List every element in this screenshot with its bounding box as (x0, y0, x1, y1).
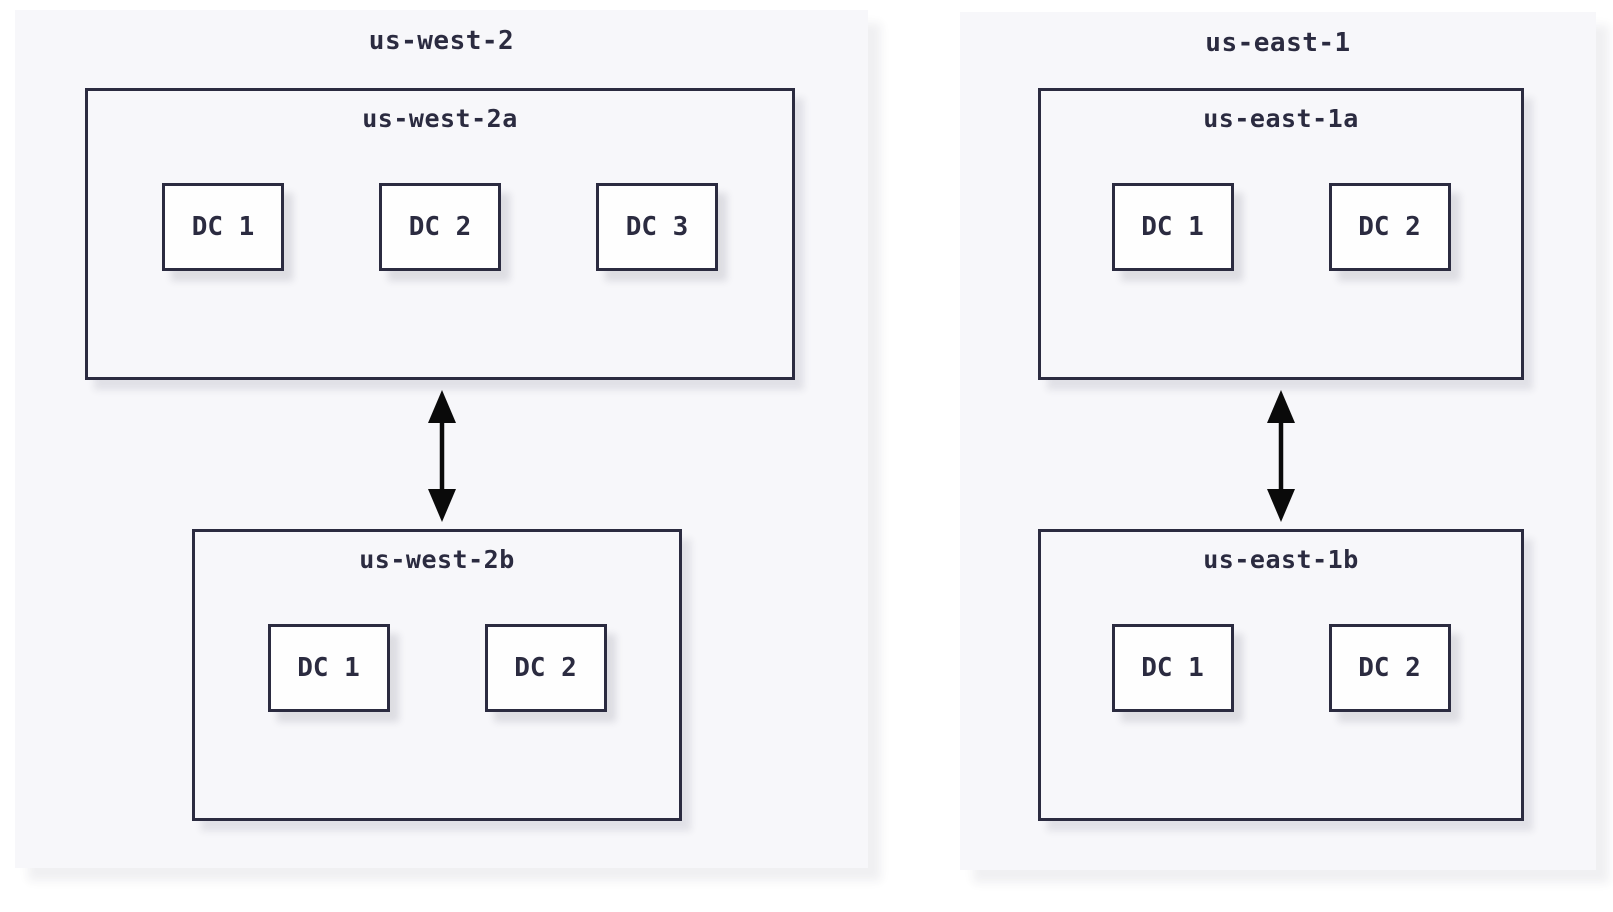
dc-label: DC 1 (1141, 653, 1204, 683)
dc-box: DC 1 (267, 624, 390, 712)
dc-label: DC 2 (1358, 653, 1421, 683)
region-title-us-east-1: us-east-1 (1205, 28, 1351, 58)
dc-row: DC 1 DC 2 (195, 624, 679, 712)
dc-label: DC 1 (191, 212, 255, 242)
dc-row: DC 1 DC 2 DC 3 (88, 183, 792, 271)
dc-label: DC 1 (297, 653, 360, 683)
dc-box: DC 2 (379, 183, 501, 271)
dc-box: DC 1 (1111, 183, 1234, 271)
region-title-us-west-2: us-west-2 (368, 26, 515, 56)
dc-box: DC 1 (162, 183, 284, 271)
bidirectional-arrow-icon (428, 390, 456, 522)
zone-title-us-east-1b: us-east-1b (1203, 545, 1359, 574)
region-us-east-1: us-east-1 us-east-1a DC 1 DC 2 us-east-1… (960, 12, 1596, 870)
zone-title-us-east-1a: us-east-1a (1203, 104, 1359, 133)
dc-box: DC 1 (1111, 624, 1234, 712)
dc-label: DC 3 (625, 212, 689, 242)
dc-label: DC 1 (1141, 212, 1204, 242)
dc-row: DC 1 DC 2 (1041, 624, 1521, 712)
dc-label: DC 2 (514, 653, 577, 683)
zone-us-east-1a: us-east-1a DC 1 DC 2 (1038, 88, 1524, 380)
dc-box: DC 3 (596, 183, 718, 271)
zone-title-us-west-2a: us-west-2a (362, 104, 518, 133)
dc-box: DC 2 (1328, 624, 1451, 712)
zone-us-east-1b: us-east-1b DC 1 DC 2 (1038, 529, 1524, 821)
dc-label: DC 2 (1358, 212, 1421, 242)
zone-title-us-west-2b: us-west-2b (359, 545, 515, 574)
zone-us-west-2a: us-west-2a DC 1 DC 2 DC 3 (85, 88, 795, 380)
dc-box: DC 2 (484, 624, 607, 712)
dc-label: DC 2 (408, 212, 472, 242)
zone-us-west-2b: us-west-2b DC 1 DC 2 (192, 529, 682, 821)
dc-box: DC 2 (1328, 183, 1451, 271)
bidirectional-arrow-icon (1267, 390, 1295, 522)
dc-row: DC 1 DC 2 (1041, 183, 1521, 271)
region-us-west-2: us-west-2 us-west-2a DC 1 DC 2 DC 3 us-w… (15, 10, 868, 868)
